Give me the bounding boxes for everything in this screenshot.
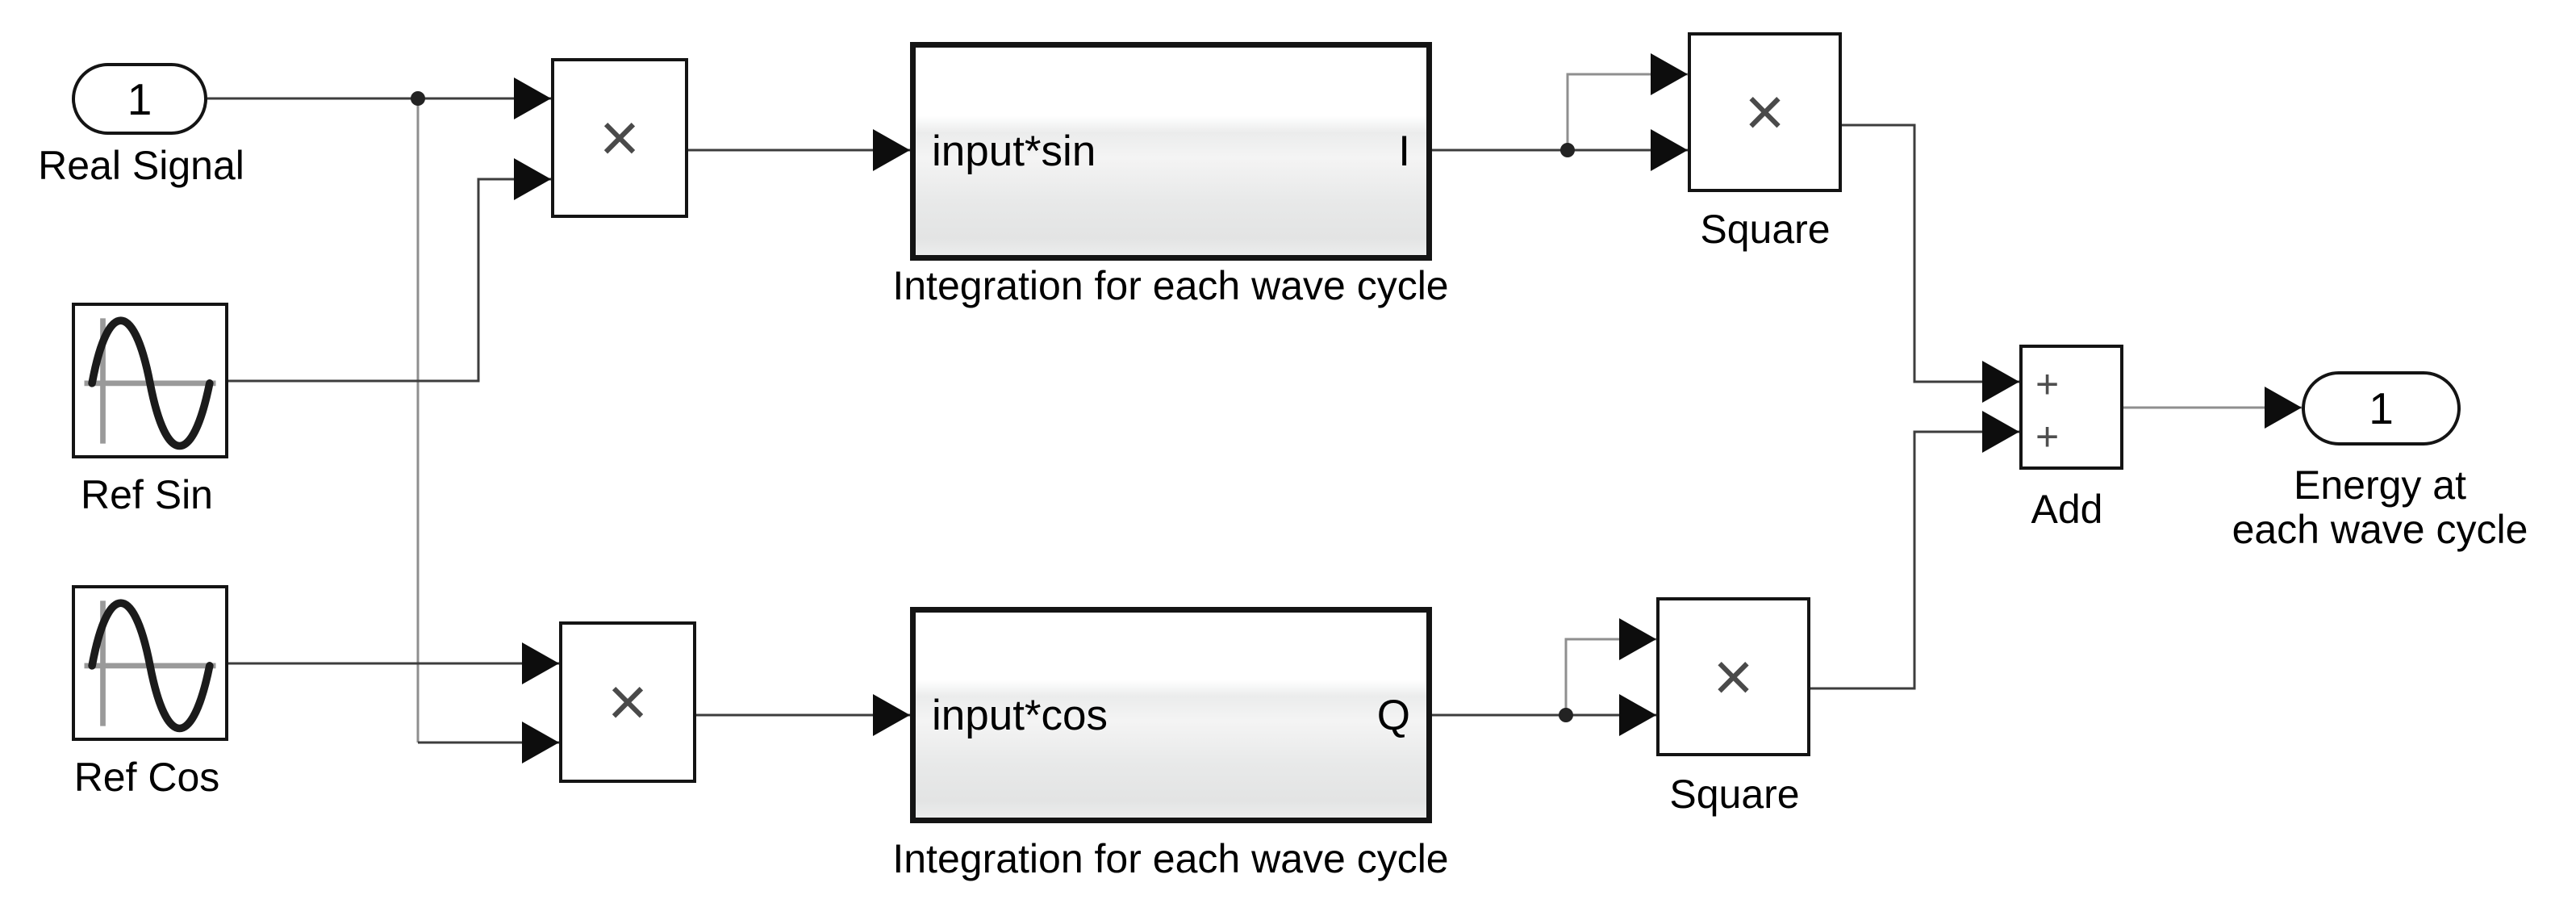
sine-wave-icon (84, 599, 216, 733)
arrowhead-square-i-in2 (1651, 129, 1688, 171)
square-q-block[interactable]: × (1656, 597, 1810, 756)
arrowhead-multiply-sin-in2 (514, 158, 551, 200)
subsystem-title: input*sin (932, 128, 1096, 175)
arrowhead-multiply-sin-in1 (514, 77, 551, 119)
wire-i-branch-to-square-top[interactable] (1566, 73, 1688, 150)
arrowhead-add-in2 (1982, 411, 2019, 453)
ref-sin-block[interactable] (72, 303, 228, 458)
junction-dot-real-signal (411, 91, 425, 106)
sine-wave-icon (84, 316, 216, 450)
integration-cos-subsystem[interactable]: input*cos Q (910, 607, 1432, 823)
arrowhead-multiply-cos-in2 (522, 722, 559, 763)
plus-icon: + (2035, 414, 2060, 459)
multiply-cos-block[interactable]: × (559, 621, 696, 783)
wire-square-i-to-add[interactable] (1842, 123, 2019, 383)
arrowhead-outport-in (2265, 387, 2302, 429)
wire-q-branch-to-square-top[interactable] (1564, 638, 1656, 715)
subsystem-output-port-i: I (1398, 128, 1410, 175)
outport-number: 1 (2369, 383, 2394, 433)
ref-cos-label: Ref Cos (73, 755, 220, 800)
outport-label-line1: Energy at (2293, 462, 2466, 508)
arrowhead-integration-cos-in (873, 694, 910, 736)
wire-refsin-to-multiply-sin[interactable] (228, 178, 551, 383)
arrowhead-square-q-in1 (1619, 618, 1656, 660)
plus-icon: + (2035, 362, 2060, 407)
add-label: Add (2031, 487, 2103, 532)
multiply-icon: × (607, 663, 649, 741)
subsystem-title: input*cos (932, 691, 1108, 739)
ref-sin-label: Ref Sin (81, 472, 213, 517)
junction-dot-q-signal (1559, 708, 1573, 722)
multiply-icon: × (599, 99, 641, 177)
multiply-sin-block[interactable]: × (551, 58, 688, 218)
arrowhead-integration-sin-in (873, 129, 910, 171)
outport-label-line2: each wave cycle (2232, 507, 2528, 552)
arrowhead-multiply-cos-in1 (522, 642, 559, 684)
inport-block-real-signal[interactable]: 1 (72, 63, 207, 135)
square-i-block[interactable]: × (1688, 32, 1842, 192)
integration-sin-subsystem[interactable]: input*sin I (910, 42, 1432, 261)
inport-number: 1 (127, 73, 152, 124)
junction-dot-i-signal (1560, 143, 1575, 157)
arrowhead-add-in1 (1982, 361, 2019, 403)
arrowhead-square-i-in1 (1651, 53, 1688, 95)
multiply-icon: × (1713, 638, 1754, 716)
ref-cos-block[interactable] (72, 585, 228, 741)
integration-sin-caption: Integration for each wave cycle (892, 263, 1449, 308)
outport-block-energy[interactable]: 1 (2302, 371, 2461, 446)
add-block[interactable]: + + (2019, 345, 2123, 470)
arrowhead-square-q-in2 (1619, 694, 1656, 736)
multiply-icon: × (1744, 73, 1785, 151)
inport-label: Real Signal (38, 143, 244, 188)
square-q-label: Square (1669, 772, 1800, 817)
subsystem-output-port-q: Q (1376, 691, 1410, 739)
integration-cos-caption: Integration for each wave cycle (892, 836, 1449, 881)
square-i-label: Square (1700, 207, 1831, 252)
wire-square-q-to-add[interactable] (1810, 430, 2019, 690)
